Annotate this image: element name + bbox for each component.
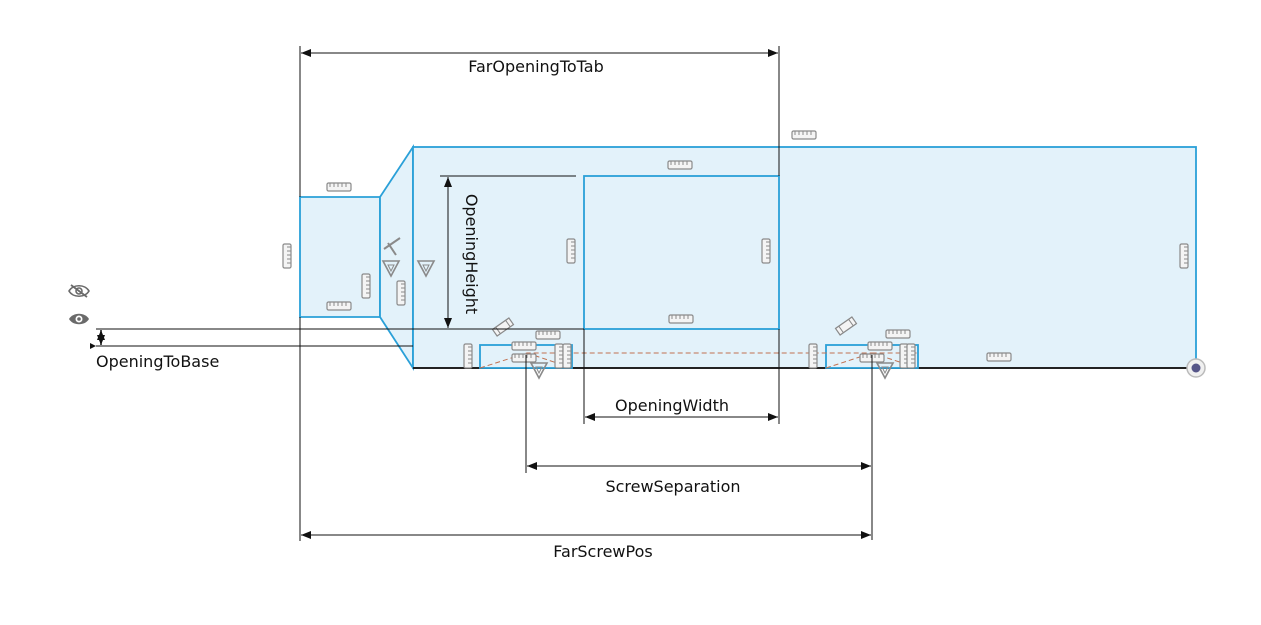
horizontal-constraint-icon[interactable] [885, 329, 911, 339]
vertical-constraint-icon[interactable] [361, 273, 371, 299]
dimension-label-opening-to-base: OpeningToBase [96, 352, 219, 371]
dimension-screw-separation[interactable]: ScrewSeparation [525, 355, 873, 540]
vertical-constraint-icon[interactable] [463, 343, 473, 369]
eye-slash-icon [68, 283, 90, 299]
horizontal-constraint-icon[interactable] [986, 352, 1012, 362]
dimension-opening-to-base[interactable]: OpeningToBase [90, 328, 584, 371]
horizontal-constraint-icon[interactable] [867, 341, 893, 351]
vertical-constraint-icon[interactable] [808, 343, 818, 369]
eye-icon [68, 311, 90, 327]
dimension-far-screw-pos[interactable]: FarScrewPos [299, 317, 871, 561]
vertical-constraint-icon[interactable] [761, 238, 771, 264]
dimension-label-opening-height: OpeningHeight [462, 194, 481, 314]
show-dimension-button[interactable] [66, 308, 92, 330]
taper-region[interactable] [379, 144, 414, 372]
vertical-constraint-icon[interactable] [554, 343, 564, 369]
dimension-label-screw-separation: ScrewSeparation [605, 477, 740, 496]
horizontal-constraint-icon[interactable] [667, 160, 693, 170]
dimension-far-opening-to-tab[interactable]: FarOpeningToTab [299, 46, 780, 197]
horizontal-constraint-icon[interactable] [791, 130, 817, 140]
dimension-label-opening-width: OpeningWidth [615, 396, 729, 415]
tab-region[interactable] [299, 196, 381, 318]
dimension-opening-width[interactable]: OpeningWidth [583, 329, 780, 424]
horizontal-constraint-icon[interactable] [326, 182, 352, 192]
coincident-constraint-icon[interactable] [491, 317, 515, 337]
vertical-constraint-icon[interactable] [562, 343, 572, 369]
horizontal-constraint-icon[interactable] [326, 301, 352, 311]
horizontal-constraint-icon[interactable] [668, 314, 694, 324]
base-plate-region[interactable] [412, 146, 1197, 369]
vertical-constraint-icon[interactable] [1179, 243, 1189, 269]
vertical-constraint-icon[interactable] [566, 238, 576, 264]
vertical-constraint-icon[interactable] [282, 243, 292, 269]
perpendicular-constraint-icon[interactable] [383, 237, 401, 256]
coincident-constraint-icon[interactable] [834, 316, 858, 336]
horizontal-constraint-icon[interactable] [511, 341, 537, 351]
dimension-label-far-opening-to-tab: FarOpeningToTab [468, 57, 604, 76]
opening-rectangle[interactable] [583, 175, 780, 330]
origin-point[interactable] [1186, 358, 1206, 378]
horizontal-constraint-icon[interactable] [535, 330, 561, 340]
horizontal-constraint-icon[interactable] [511, 353, 537, 363]
vertical-constraint-icon[interactable] [396, 280, 406, 306]
hide-dimension-button[interactable] [66, 280, 92, 302]
dimension-label-far-screw-pos: FarScrewPos [553, 542, 652, 561]
vertical-constraint-icon[interactable] [906, 343, 916, 369]
